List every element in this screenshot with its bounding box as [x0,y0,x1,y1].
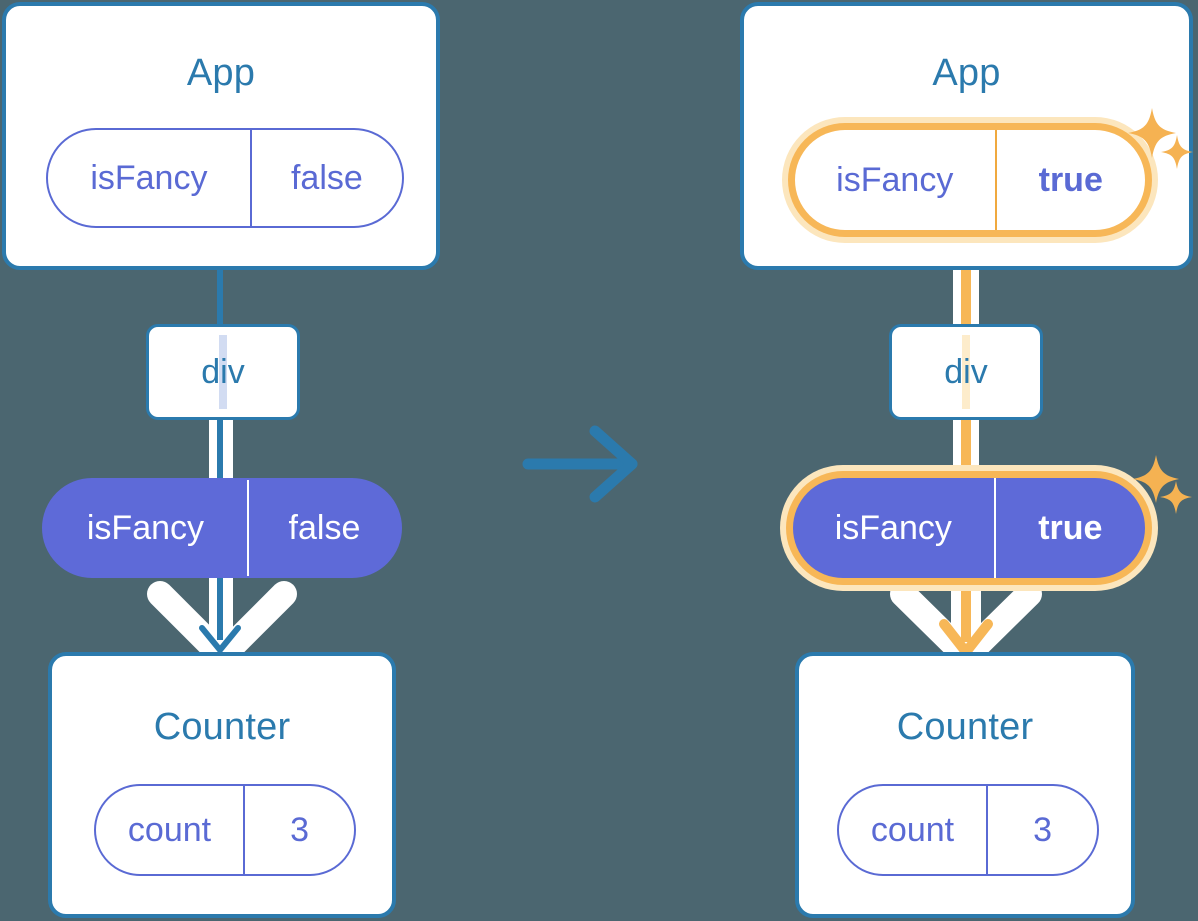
counter-state-pill-key-left: count [127,810,212,849]
app-card-left: App isFancy false [2,2,440,270]
counter-state-pill-value-right: 3 [986,786,1097,874]
app-state-pill-value-left: false [249,130,402,226]
prop-pill-key-left: isFancy [86,508,205,547]
prop-pill-inner-right: isFancy true [793,478,1145,578]
app-card-title-left: App [186,52,256,94]
sparkle-large-icon [1133,455,1179,503]
prop-pill-right: isFancy true [780,465,1158,591]
div-node-left: div [146,324,300,420]
prop-pill-key-right: isFancy [834,508,952,547]
counter-card-title-right: Counter [896,706,1034,748]
app-state-pill-value-right: true [994,130,1146,230]
counter-card-left: Counter count 3 [48,652,396,918]
counter-card-right: Counter count 3 [795,652,1135,918]
counter-state-pill-left: count 3 [94,784,356,876]
div-inner-line-right [962,335,970,409]
app-state-pill-left: isFancy false [46,128,404,228]
counter-card-title-left: Counter [153,706,291,748]
sparkle-small-icon [1160,481,1192,514]
transition-arrow [522,425,638,503]
connector-div-to-pill-left-core [217,418,223,486]
connector-app-to-div-left [217,268,223,326]
app-state-pill-key-right: isFancy [836,160,954,199]
connector-app-to-div-right-core [961,228,971,328]
div-inner-line-left [219,335,227,409]
counter-state-pill-value-left: 3 [243,786,354,874]
prop-pill-left: isFancy false [42,478,402,578]
app-state-pill-inner-right: isFancy true [795,130,1145,230]
connector-div-to-pill-right-core [961,418,971,486]
counter-state-pill-right: count 3 [837,784,1099,876]
sparkle-small-icon [1161,135,1193,169]
app-state-pill-key-left: isFancy [90,158,208,197]
counter-state-pill-key-right: count [870,810,955,849]
div-node-label-left: div [201,352,245,391]
div-node-label-right: div [944,352,988,391]
sparkle-large-icon [1128,108,1176,158]
prop-pill-value-left: false [246,480,400,576]
div-node-right: div [889,324,1043,420]
prop-pill-value-right: true [993,478,1145,578]
app-state-pill-right: isFancy true [782,117,1158,243]
app-card-title-right: App [932,52,1001,94]
